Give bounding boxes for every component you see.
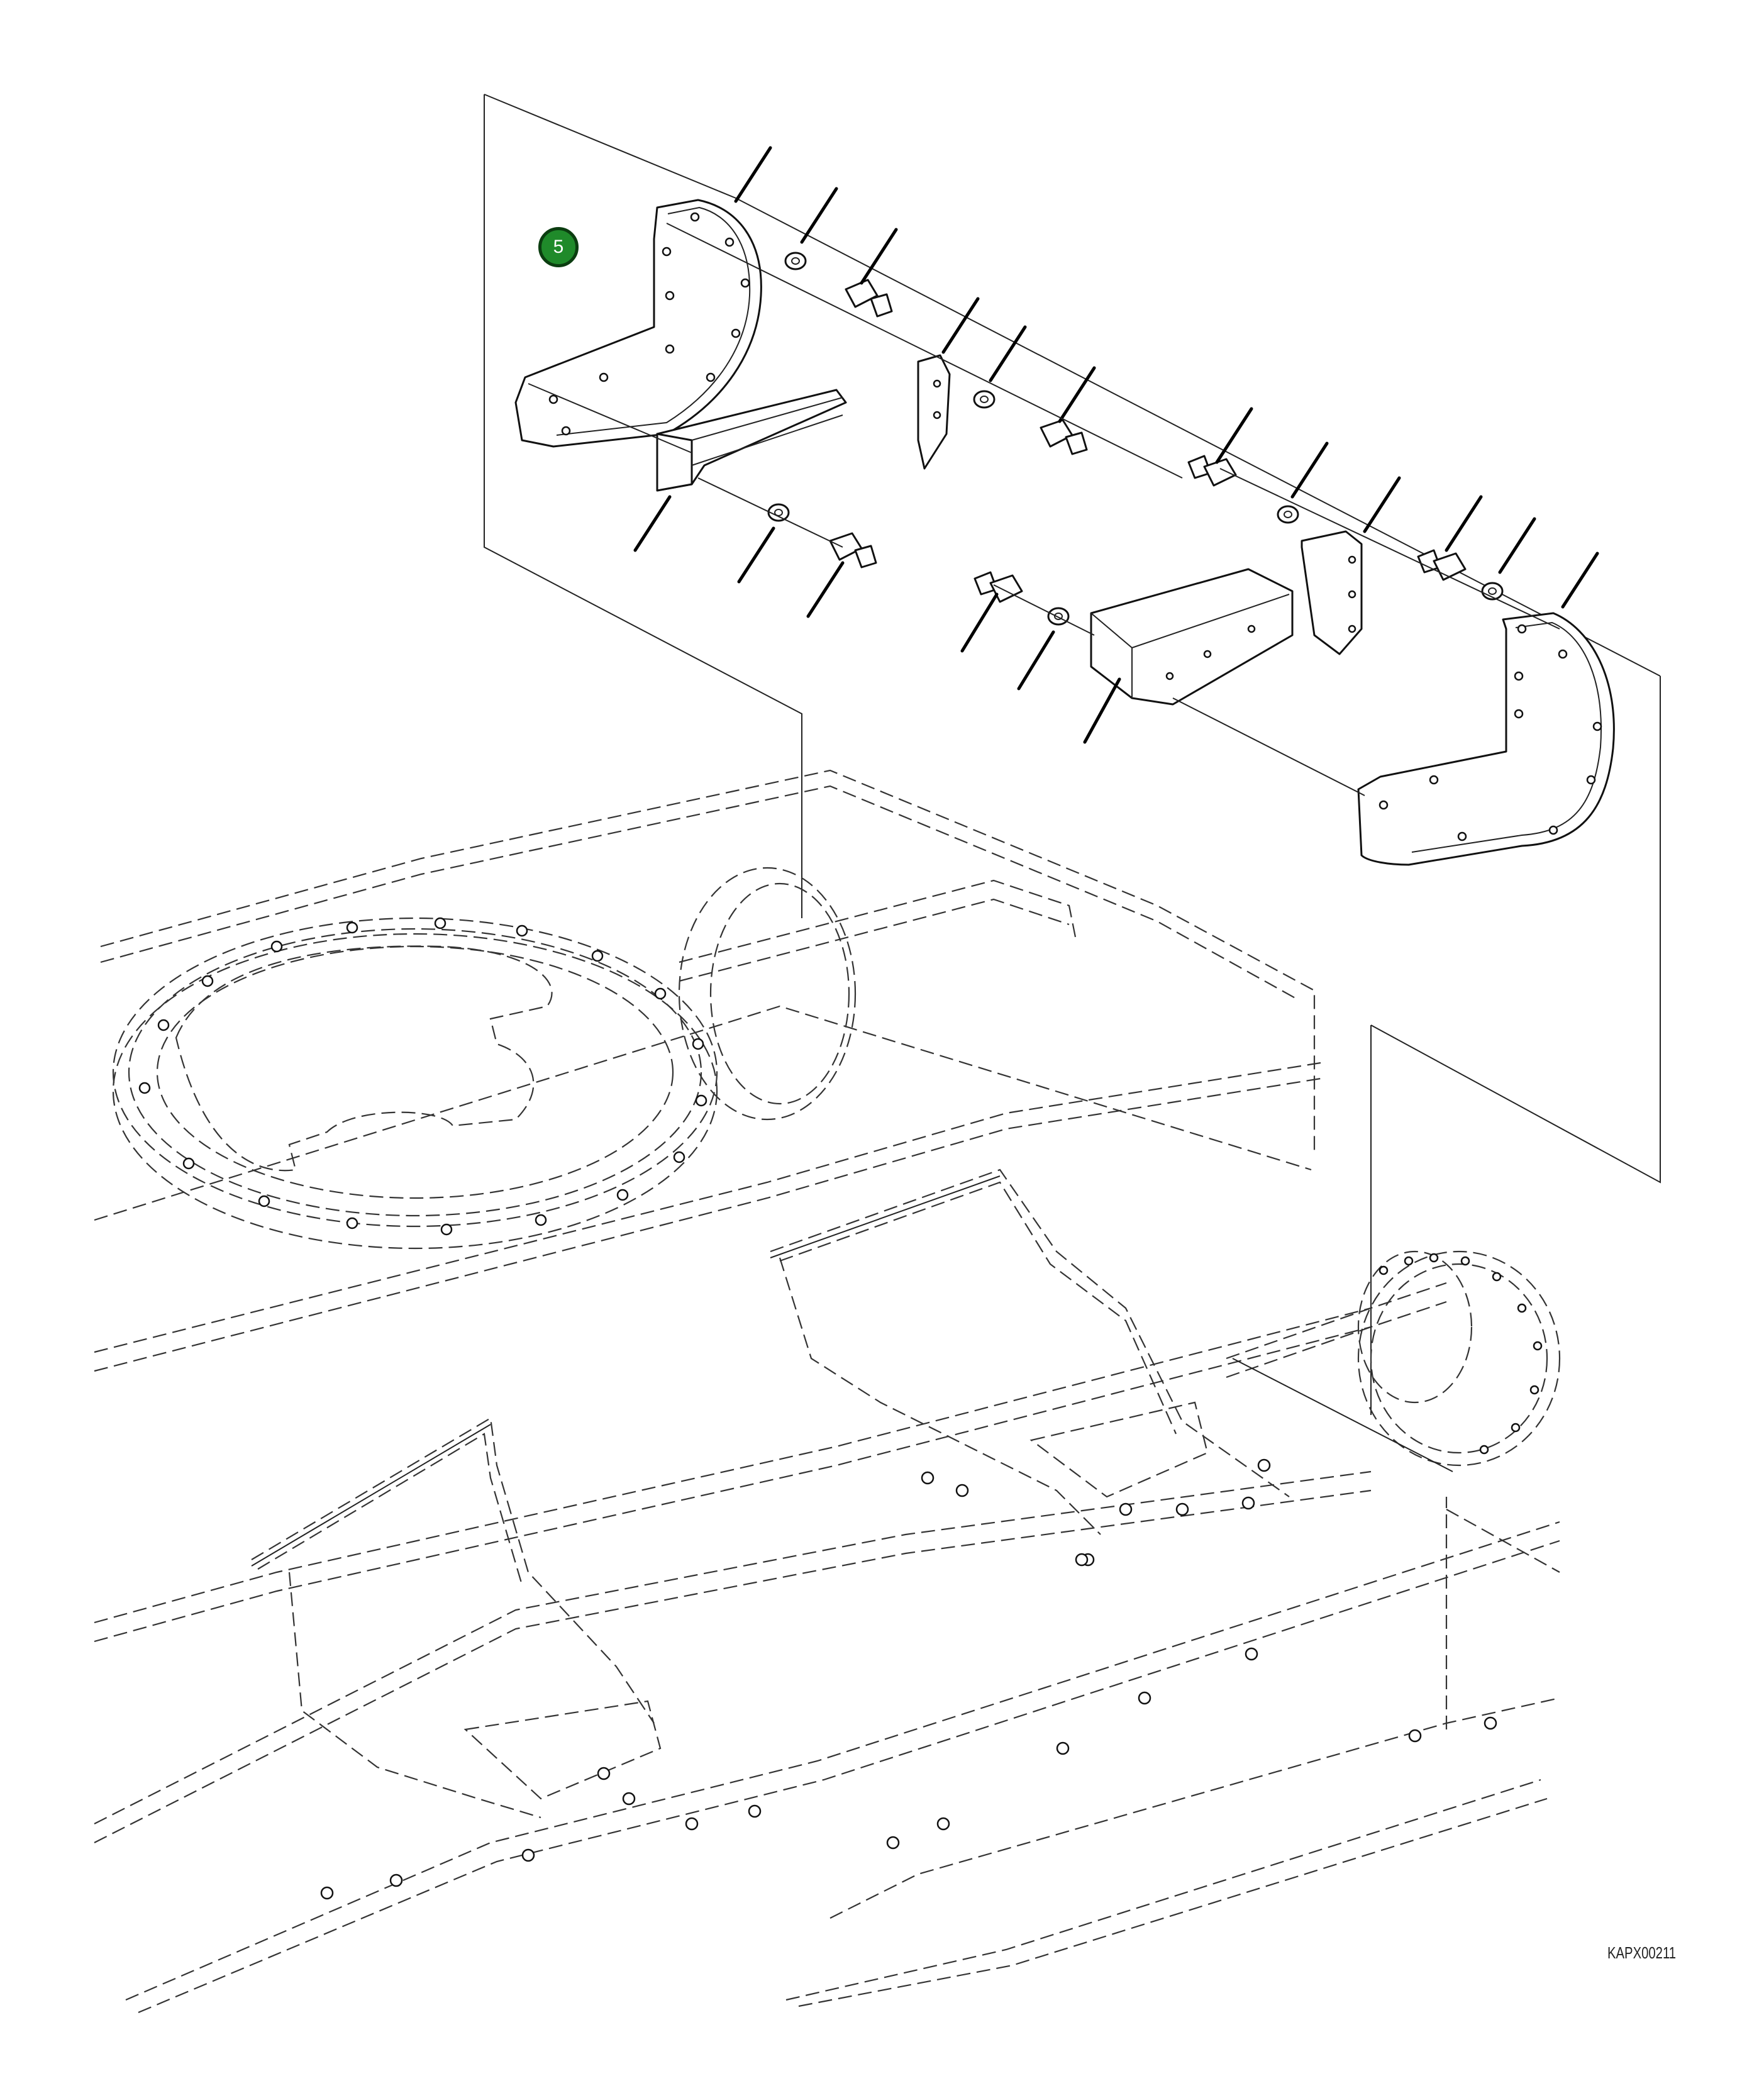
- right-fastener-group: [974, 455, 1504, 626]
- right-clip: [1301, 530, 1363, 655]
- left-slide-strip: [656, 389, 847, 492]
- swing-ring-bolt-holes: [138, 917, 707, 1236]
- fastener-group-upper-left: [767, 252, 1088, 569]
- callout-marker-icon[interactable]: 5: [538, 227, 579, 267]
- left-mounting-bracket: [514, 199, 762, 448]
- main-frame-hidden-lines: [94, 769, 1561, 2014]
- part-leader-lines: [633, 146, 1599, 744]
- callout-number: 5: [553, 236, 564, 257]
- right-mounting-bracket: [1357, 612, 1615, 866]
- drive-housing-bolt-holes: [1378, 1253, 1543, 1455]
- left-clip: [917, 354, 951, 470]
- frame-solid-details: [251, 1175, 1497, 1900]
- drawing-code: KAPX00211: [1607, 1943, 1677, 1962]
- alignment-lines: [528, 223, 1560, 796]
- right-slide-block: [1090, 568, 1294, 706]
